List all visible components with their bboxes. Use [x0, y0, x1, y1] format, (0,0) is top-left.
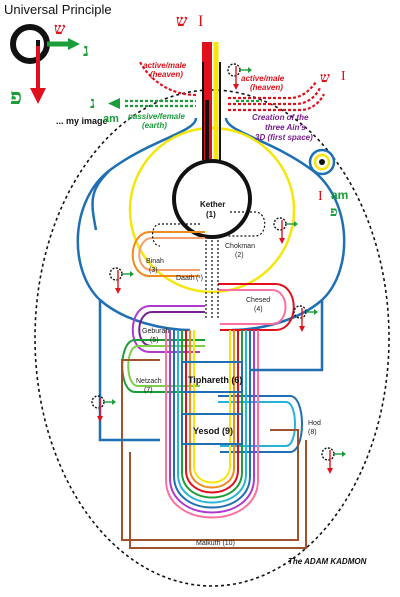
geburah-num: (5) — [150, 337, 159, 344]
emblem-pe-glyph: פ — [10, 84, 22, 110]
sephirot-channels — [98, 211, 324, 549]
i-am-pe-glyph: פ — [330, 204, 338, 220]
heaven-left: (heaven) — [150, 70, 183, 79]
malkuth-name: Malkuth (10) — [196, 540, 235, 547]
kether-bulb — [172, 159, 252, 239]
right-i-letter: I — [341, 69, 346, 84]
left-am: am — [103, 113, 119, 125]
binah-name: Binah — [146, 258, 164, 265]
yesod-name: Yesod (9) — [193, 426, 233, 436]
universal-principle-emblem — [10, 24, 80, 104]
adam-kadmon-ellipse — [34, 89, 390, 587]
hod-name: Hod — [308, 420, 321, 427]
right-shin-glyph: ש — [320, 70, 330, 86]
my-image-caption: ... my image — [56, 116, 108, 126]
adam-kadmon-caption: The ADAM KADMON — [288, 557, 367, 566]
top-shin-glyph: ש — [176, 11, 188, 30]
title: Universal Principle — [4, 2, 112, 17]
chesed-num: (4) — [254, 306, 263, 313]
blue-outer-body — [76, 117, 346, 332]
binah-num: (3) — [149, 267, 158, 274]
passive-female: passive/female — [127, 112, 185, 121]
circle-arrow-symbols — [91, 63, 342, 470]
earth-label: (earth) — [142, 121, 167, 130]
netzach-num: (7) — [144, 387, 153, 394]
chokman-num: (2) — [235, 252, 244, 259]
tiphareth-name: Tiphareth (6) — [188, 375, 242, 385]
left-nun-glyph: נ — [90, 93, 95, 112]
daath-num: (-) — [196, 275, 203, 282]
daath-name: Daath — [176, 275, 195, 282]
netzach-name: Netzach — [136, 378, 162, 385]
geburah-name: Geburah — [142, 328, 169, 335]
heaven-right: (heaven) — [250, 83, 283, 92]
kether-num: (1) — [206, 210, 216, 219]
kether-name: Kether — [200, 200, 225, 209]
hod-num: (8) — [308, 429, 317, 436]
target-symbol — [308, 148, 336, 176]
emblem-shin-glyph: ש — [54, 19, 66, 38]
active-male-left: active/male — [143, 61, 187, 70]
creation-line-1: Creation of the — [252, 113, 309, 122]
chokman-name: Chokman — [225, 243, 255, 250]
emblem-nun-glyph: נ — [83, 40, 89, 61]
i-am-i: I — [318, 189, 323, 204]
top-i-letter: I — [198, 13, 203, 30]
creation-line-2: three Ain's — [265, 123, 306, 132]
active-male-right: active/male — [241, 74, 285, 83]
creation-line-3: 3D (first space) — [255, 133, 313, 142]
i-am-am: am — [331, 188, 348, 202]
chesed-name: Chesed — [246, 297, 270, 304]
